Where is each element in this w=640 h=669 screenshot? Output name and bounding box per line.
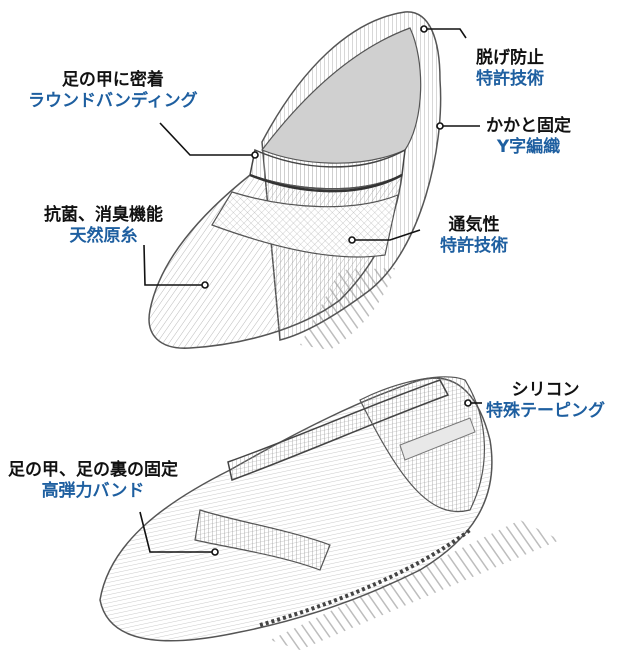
- callout-breathable-tech: 特許技術: [440, 236, 508, 257]
- bottom-sock-elastic-band: [194, 509, 331, 571]
- bottom-sock-silicone-strip: [399, 417, 476, 461]
- leader-heel-slip: [424, 28, 467, 39]
- callout-heel-fit: かかと固定 Y字編織: [486, 116, 571, 158]
- leader-antibacterial: [143, 244, 205, 286]
- callout-round-band: 足の甲に密着 ラウンドバンディング: [28, 70, 198, 112]
- leader-round-band: [159, 122, 255, 156]
- top-sock-opening: [261, 27, 422, 164]
- callout-heel-slip-feature: 脱げ防止: [476, 48, 544, 68]
- callout-heel-slip: 脱げ防止 特許技術: [476, 48, 544, 90]
- callout-antibacterial-feature: 抗菌、消臭機能: [44, 205, 163, 225]
- callout-silicone: シリコン 特殊テーピング: [486, 380, 605, 422]
- callout-round-band-tech: ラウンドバンディング: [28, 91, 198, 112]
- bottom-sock-shadow: [270, 520, 560, 650]
- callout-elastic-band-feature: 足の甲、足の裏の固定: [8, 460, 178, 480]
- leader-lines: [139, 25, 482, 556]
- callout-elastic-band: 足の甲、足の裏の固定 高弾力バンド: [8, 460, 178, 502]
- leader-elastic-band: [139, 511, 215, 553]
- callout-heel-slip-tech: 特許技術: [476, 69, 544, 90]
- leader-breathable: [352, 229, 421, 241]
- top-sock: [148, 11, 442, 350]
- callout-heel-fit-tech: Y字編織: [496, 137, 561, 158]
- callout-elastic-band-tech: 高弾力バンド: [41, 481, 145, 502]
- callout-round-band-feature: 足の甲に密着: [61, 70, 164, 90]
- callout-silicone-feature: シリコン: [511, 380, 580, 400]
- bottom-sock: [99, 376, 560, 650]
- callout-breathable-feature: 通気性: [448, 215, 500, 235]
- callout-breathable: 通気性 特許技術: [440, 215, 508, 257]
- callout-antibacterial: 抗菌、消臭機能 天然原糸: [44, 205, 163, 247]
- callout-antibacterial-tech: 天然原糸: [69, 226, 138, 247]
- callout-silicone-tech: 特殊テーピング: [486, 401, 605, 422]
- bottom-sock-cuff: [227, 379, 450, 481]
- top-sock-foot: [148, 173, 403, 349]
- callout-heel-fit-feature: かかと固定: [486, 116, 571, 136]
